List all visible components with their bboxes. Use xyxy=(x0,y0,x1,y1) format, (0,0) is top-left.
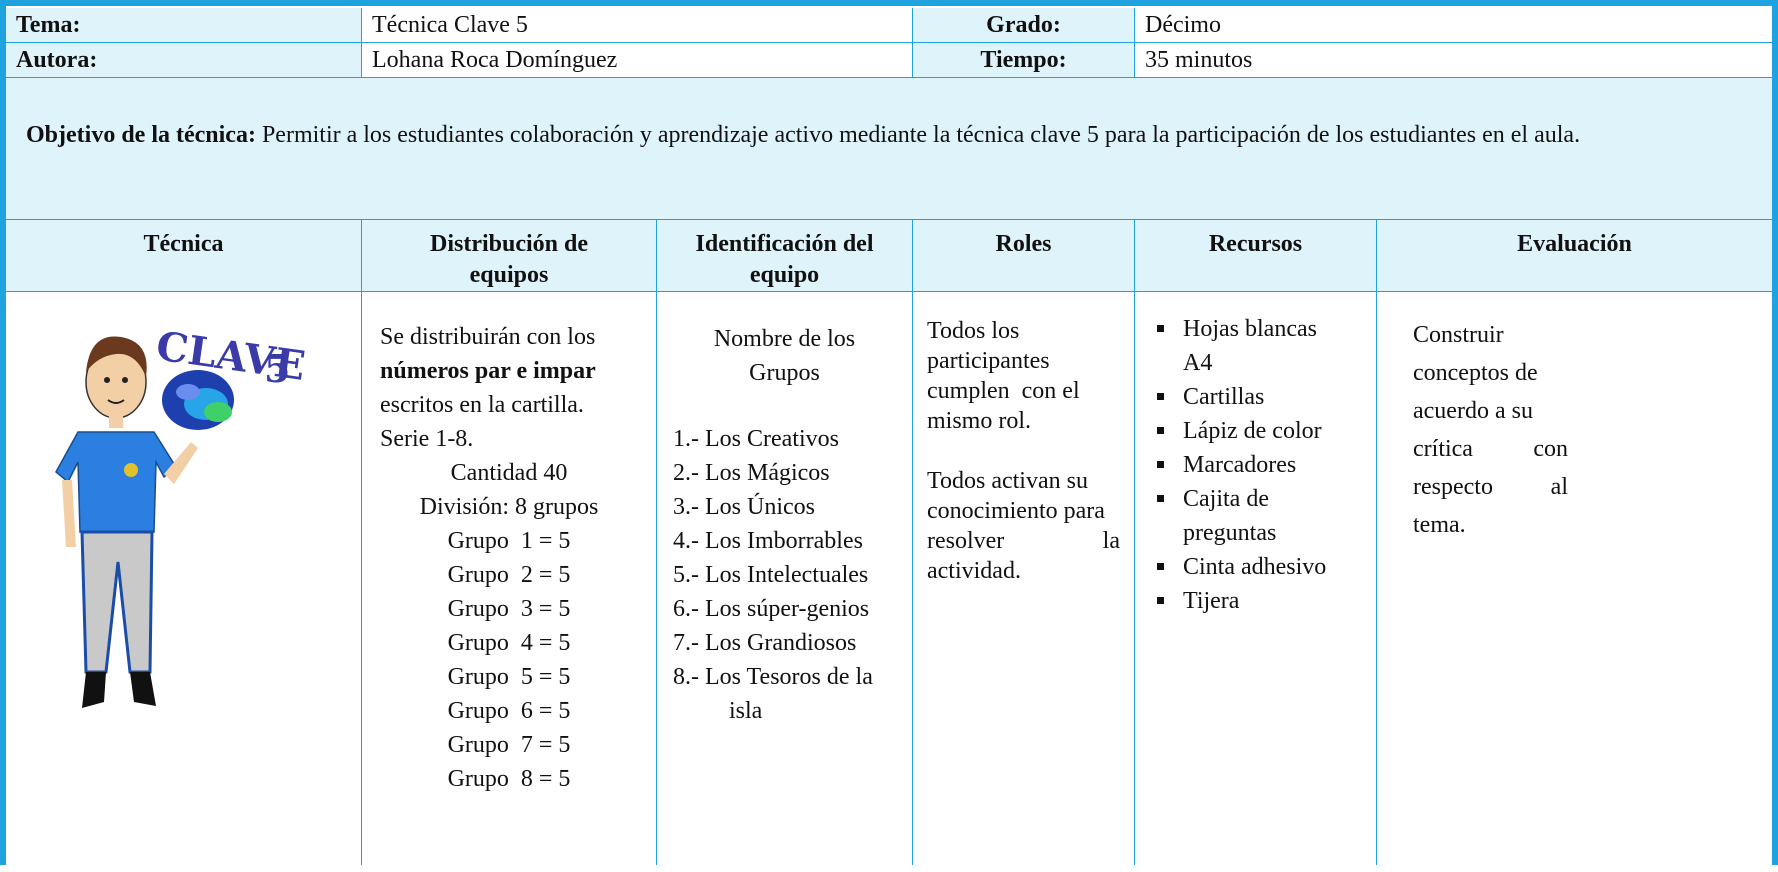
evaluacion-line: conceptos de xyxy=(1413,360,1538,386)
col-recursos: Recursos xyxy=(1135,220,1377,292)
group-name-item: 4.- Los Imborrables xyxy=(673,528,863,554)
tema-label: Tema: xyxy=(6,8,362,43)
group-name-item: 3.- Los Únicos xyxy=(673,494,815,520)
grupo-row: Grupo 8 = 5 xyxy=(447,766,571,792)
roles-line: Todos activan su xyxy=(927,468,1088,494)
grupo-row: Grupo 3 = 5 xyxy=(447,596,571,622)
group-name-item: 7.- Los Grandiosos xyxy=(673,630,857,656)
roles-line: Todos los xyxy=(927,318,1020,344)
objective-text: Permitir a los estudiantes colaboración … xyxy=(255,122,1581,148)
identificacion-cell: Nombre de los Grupos 1.- Los Creativos 2… xyxy=(657,292,913,865)
roles-line: conocimiento para xyxy=(927,498,1105,524)
column-header-row: Técnica Distribución de equipos Identifi… xyxy=(6,220,1772,292)
col-identificacion: Identificación del equipo xyxy=(657,220,913,292)
roles-cell: Todos los participantes cumplen con el m… xyxy=(913,292,1135,865)
grupo-row: Grupo 4 = 5 xyxy=(447,630,571,656)
roles-line: cumplen con el xyxy=(927,378,1080,404)
identificacion-title-1: Nombre de los xyxy=(713,326,856,352)
distribucion-cantidad: Cantidad 40 xyxy=(450,460,568,486)
roles-line: la xyxy=(1102,528,1120,554)
evaluacion-line: con xyxy=(1533,436,1568,462)
distribucion-intro-1: Se distribuirán con los xyxy=(380,324,596,350)
distribucion-intro-2: escritos en la cartilla. xyxy=(380,392,584,418)
col-evaluacion: Evaluación xyxy=(1377,220,1772,292)
content-row: CLAVE 5 xyxy=(6,292,1772,865)
recurso-item: Marcadores xyxy=(1143,448,1368,482)
evaluacion-line: crítica xyxy=(1413,436,1473,462)
evaluacion-line: al xyxy=(1550,474,1568,500)
evaluacion-line: Construir xyxy=(1413,322,1504,348)
col-roles: Roles xyxy=(913,220,1135,292)
grupo-row: Grupo 7 = 5 xyxy=(447,732,571,758)
recurso-item: Tijera xyxy=(1143,584,1368,618)
logo-number: 5 xyxy=(264,346,290,391)
recurso-item: Lápiz de color xyxy=(1143,414,1368,448)
tiempo-value: 35 minutos xyxy=(1135,43,1772,78)
distribucion-serie: Serie 1-8. xyxy=(380,426,474,452)
header-row-2: Autora: Lohana Roca Domínguez Tiempo: 35… xyxy=(6,43,1772,78)
roles-line: resolver xyxy=(927,528,1005,554)
recurso-item: Cartillas xyxy=(1143,380,1368,414)
group-name-item: 2.- Los Mágicos xyxy=(673,460,830,486)
group-name-item: 6.- Los súper-genios xyxy=(673,596,870,622)
group-name-item: 1.- Los Creativos xyxy=(673,426,839,452)
group-name-item: 8.- Los Tesoros de la xyxy=(673,664,873,690)
boy-with-brain-illustration: CLAVE 5 xyxy=(55,322,308,708)
group-name-item: 5.- Los Intelectuales xyxy=(673,562,869,588)
evaluacion-line: tema. xyxy=(1413,512,1466,538)
group-name-item-cont: isla xyxy=(729,698,763,724)
tema-value: Técnica Clave 5 xyxy=(362,8,913,43)
evaluacion-line: respecto xyxy=(1413,474,1493,500)
distribucion-division: División: 8 grupos xyxy=(419,494,599,520)
grado-value: Décimo xyxy=(1135,8,1772,43)
evaluacion-cell: Construir conceptos de acuerdo a su crít… xyxy=(1377,292,1772,865)
tecnica-cell: CLAVE 5 xyxy=(6,292,362,865)
objective-section: Objetivo de la técnica: Permitir a los e… xyxy=(6,78,1772,220)
autora-value: Lohana Roca Domínguez xyxy=(362,43,913,78)
grupo-row: Grupo 5 = 5 xyxy=(447,664,571,690)
evaluacion-line: acuerdo a su xyxy=(1413,398,1533,424)
grado-label: Grado: xyxy=(913,8,1135,43)
recurso-item: Cinta adhesivo xyxy=(1143,550,1368,584)
objective-label: Objetivo de la técnica: xyxy=(26,122,256,148)
tiempo-label: Tiempo: xyxy=(913,43,1135,78)
col-distribucion: Distribución de equipos xyxy=(362,220,657,292)
grupo-row: Grupo 2 = 5 xyxy=(447,562,571,588)
header-row-1: Tema: Técnica Clave 5 Grado: Décimo xyxy=(6,8,1772,43)
grupo-row: Grupo 1 = 5 xyxy=(447,528,571,554)
roles-line: participantes xyxy=(927,348,1050,374)
distribucion-cell: Se distribuirán con los números par e im… xyxy=(362,292,657,865)
grupo-row: Grupo 6 = 5 xyxy=(447,698,571,724)
col-tecnica: Técnica xyxy=(6,220,362,292)
identificacion-title-2: Grupos xyxy=(749,360,820,386)
roles-line: actividad. xyxy=(927,558,1021,584)
autora-label: Autora: xyxy=(6,43,362,78)
distribucion-intro-bold: números par e impar xyxy=(380,358,596,384)
roles-line: mismo rol. xyxy=(927,408,1032,434)
